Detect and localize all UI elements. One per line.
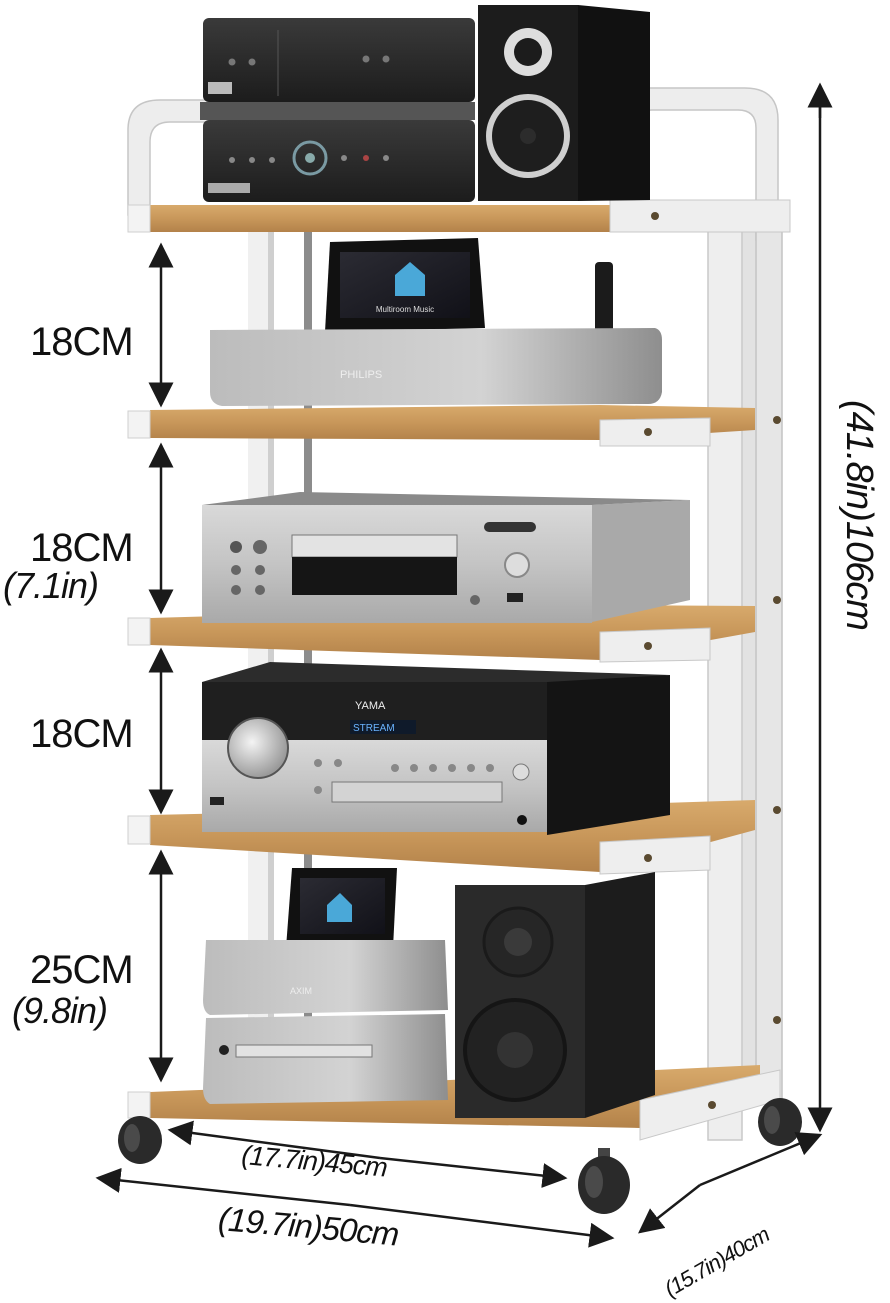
shelf-1 bbox=[127, 199, 791, 233]
height-label: (41.8in)106cm bbox=[838, 400, 880, 630]
svg-text:STREAM: STREAM bbox=[353, 723, 395, 734]
gap-label-4-in: (9.8in) bbox=[12, 990, 108, 1031]
gap-label-2-cm: 18CM bbox=[30, 526, 134, 570]
device-stacked-receiver bbox=[200, 18, 475, 202]
rack-frame-front-right bbox=[707, 210, 783, 1141]
shelf-2 bbox=[127, 405, 755, 447]
svg-text:PHILIPS: PHILIPS bbox=[340, 369, 382, 381]
caster-front-left bbox=[118, 1116, 162, 1164]
dimension-lines bbox=[95, 82, 833, 1248]
device-multiroom-dock: Multiroom Music PHILIPS bbox=[210, 238, 662, 406]
device-cd-player bbox=[202, 492, 690, 623]
svg-text:YAMA: YAMA bbox=[355, 700, 386, 712]
caster-back-right bbox=[758, 1098, 802, 1146]
gap-label-3-cm: 18CM bbox=[30, 712, 134, 756]
svg-text:AXIM: AXIM bbox=[290, 986, 312, 996]
device-speaker-bottom bbox=[455, 872, 655, 1118]
device-bottom-dock-stack: AXIM bbox=[203, 868, 448, 1104]
svg-text:Multiroom Music: Multiroom Music bbox=[376, 305, 434, 314]
device-speaker-top bbox=[478, 5, 650, 201]
gap-label-2-in: (7.1in) bbox=[3, 565, 99, 606]
gap-label-1-cm: 18CM bbox=[30, 320, 134, 364]
device-amplifier: YAMA STREAM bbox=[202, 662, 670, 835]
gap-label-4-cm: 25CM bbox=[30, 948, 134, 992]
caster-front-right bbox=[578, 1148, 630, 1214]
top-handle-left bbox=[127, 99, 211, 216]
